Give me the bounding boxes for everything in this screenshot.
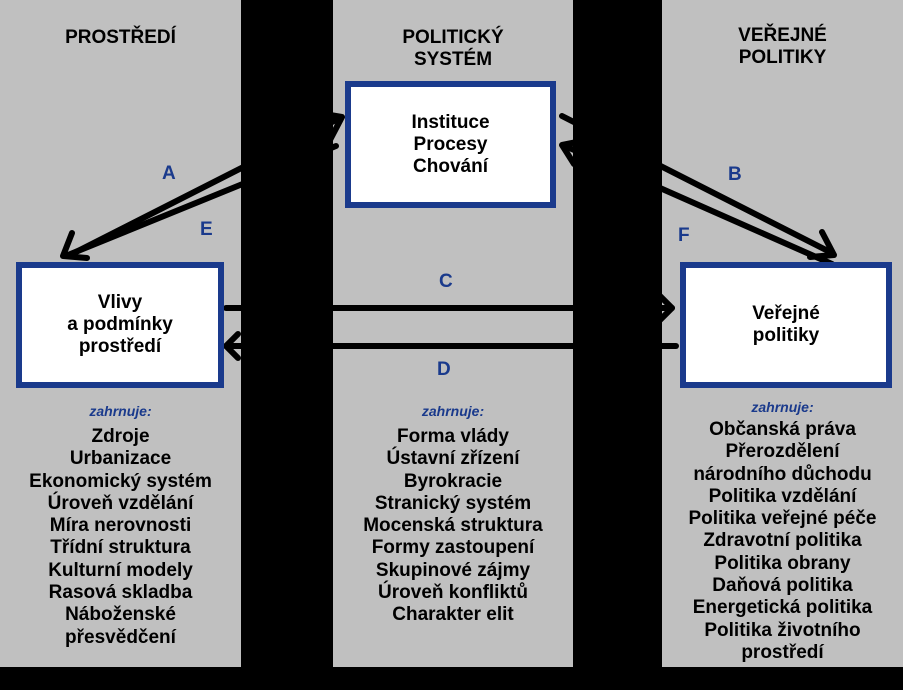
public-policies-box: Veřejné politiky (680, 262, 892, 388)
list-item: Formy zastoupení (371, 537, 535, 559)
public-policies-includes-label: zahrnuje: (751, 399, 814, 415)
arrow-d-head (223, 331, 241, 361)
arrow-label-e: E (200, 219, 213, 240)
list-item: Kulturní modely (48, 559, 193, 581)
list-item: Zdroje (91, 426, 150, 447)
list-item: Úroveň konfliktů (378, 582, 528, 604)
arrow-label-a: A (162, 163, 176, 184)
list-item: Úroveň vzdělání (47, 492, 194, 514)
environment-box: Vlivy a podmínky prostředí (16, 262, 224, 388)
list-item: Politika vzdělání (708, 485, 857, 507)
arrow-a (67, 115, 343, 258)
list-item: Forma vlády (397, 426, 509, 447)
list-item: Občanská práva (709, 419, 856, 440)
environment-heading: PROSTŘEDÍ (65, 27, 176, 48)
list-item: Politika obrany (714, 552, 851, 574)
arrow-e-head (60, 230, 90, 261)
list-item: přesvědčení (65, 626, 176, 648)
arrow-a-head (315, 110, 345, 143)
arrow-c-head (657, 293, 675, 323)
list-item: Ekonomický systém (29, 470, 212, 492)
political-system-box: Instituce Procesy Chování (345, 81, 556, 208)
list-item: Přerozdělení (725, 441, 840, 463)
arrow-b (559, 113, 835, 256)
arrow-label-b: B (728, 164, 742, 185)
list-item: Stranický systém (374, 492, 532, 514)
public-policies-list: Občanská práva Přerozdělení národního dů… (662, 419, 903, 664)
list-item: Politika veřejné péče (688, 508, 877, 530)
list-item: Mocenská struktura (363, 515, 543, 537)
political-system-includes-label: zahrnuje: (421, 403, 485, 419)
list-item: Zdravotní politika (703, 530, 862, 552)
arrow-label-f: F (678, 225, 690, 246)
list-item: Byrokracie (403, 470, 503, 492)
list-item: prostředí (741, 641, 824, 663)
environment-list: Zdroje Urbanizace Ekonomický systém Úrov… (0, 426, 241, 649)
arrow-label-d: D (437, 359, 451, 380)
political-system-box-label: Instituce Procesy Chování (411, 111, 490, 177)
list-item: Míra nerovnosti (49, 515, 192, 537)
list-item: Třídní struktura (50, 537, 191, 559)
public-policies-box-label: Veřejné politiky (752, 303, 820, 346)
list-item: Charakter elit (392, 604, 514, 626)
list-item: Energetická politika (692, 597, 873, 619)
public-policies-heading: VEŘEJNÉ POLITIKY (738, 25, 827, 68)
list-item: Skupinové zájmy (375, 559, 531, 581)
list-item: Rasová skladba (48, 582, 193, 604)
list-item: Náboženské (65, 604, 176, 626)
list-item: Politika životního (704, 619, 861, 641)
arrow-f (562, 143, 835, 267)
arrow-f-head (559, 137, 590, 167)
political-system-list: Forma vlády Ústavní zřízení Byrokracie S… (333, 426, 573, 627)
arrow-label-c: C (439, 271, 453, 292)
list-item: Ústavní zřízení (386, 448, 520, 470)
political-system-heading: POLITICKÝ SYSTÉM (402, 27, 504, 70)
list-item: Urbanizace (69, 448, 172, 470)
arrow-e (65, 143, 339, 258)
environment-box-label: Vlivy a podmínky prostředí (67, 292, 173, 357)
list-item: národního důchodu (693, 463, 872, 485)
environment-includes-label: zahrnuje: (89, 403, 152, 419)
list-item: Daňová politika (712, 575, 853, 597)
